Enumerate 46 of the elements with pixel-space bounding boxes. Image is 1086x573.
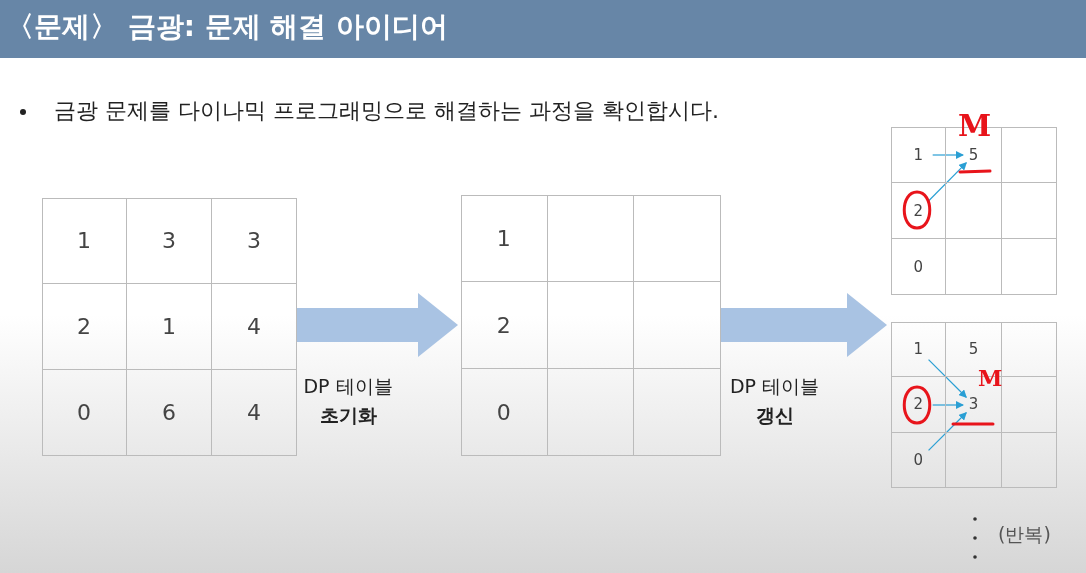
empty-cell [634, 195, 721, 282]
dp-table [891, 322, 1057, 488]
table-cell: 0 [891, 432, 947, 488]
table-cell: 0 [891, 239, 947, 295]
slide-title: 〈문제〉 금광: 문제 해결 아이디어 [6, 9, 449, 45]
dp-table [42, 198, 297, 456]
table-cell: 1 [461, 195, 548, 282]
note-text: (반복) [998, 522, 1051, 547]
table-cell: 3 [127, 198, 212, 284]
table-cell: 1 [127, 284, 212, 370]
block-arrow [297, 293, 458, 357]
empty-cell [1001, 322, 1057, 378]
table-cell: 4 [212, 370, 297, 456]
table-cell: 3 [212, 198, 297, 284]
empty-cell [1001, 127, 1057, 183]
empty-cell [1001, 432, 1057, 488]
table-cell: 1 [891, 322, 947, 378]
empty-cell [1001, 377, 1057, 433]
table-cell: 1 [42, 198, 127, 284]
empty-cell [634, 282, 721, 369]
empty-cell [547, 195, 635, 282]
empty-cell [1001, 183, 1057, 239]
edge-label: DP 테이블 갱신 [728, 374, 821, 428]
arrow [932, 401, 964, 409]
table-cell: 2 [891, 183, 947, 239]
empty-cell [634, 369, 721, 456]
table-cell: 2 [461, 282, 548, 369]
table-cell: 6 [127, 370, 212, 456]
table-cell: 1 [891, 127, 947, 183]
arrow [927, 162, 967, 202]
bullet-text: 금광 문제를 다이나믹 프로그래밍으로 해결하는 과정을 확인합시다. [54, 97, 719, 125]
arrow [932, 151, 964, 159]
dp-table [461, 195, 721, 456]
empty-cell [1001, 239, 1057, 295]
empty-cell [547, 282, 635, 369]
edge-label: DP 테이블 초기화 [302, 374, 394, 428]
table-cell: 4 [212, 284, 297, 370]
block-arrow [721, 293, 887, 357]
empty-cell [946, 239, 1002, 295]
empty-cell [946, 432, 1002, 488]
table-cell: 0 [461, 369, 548, 456]
empty-cell [547, 369, 635, 456]
table-cell: 2 [891, 377, 947, 433]
table-cell: 0 [42, 370, 127, 456]
table-cell: 2 [42, 284, 127, 370]
empty-cell [946, 183, 1002, 239]
